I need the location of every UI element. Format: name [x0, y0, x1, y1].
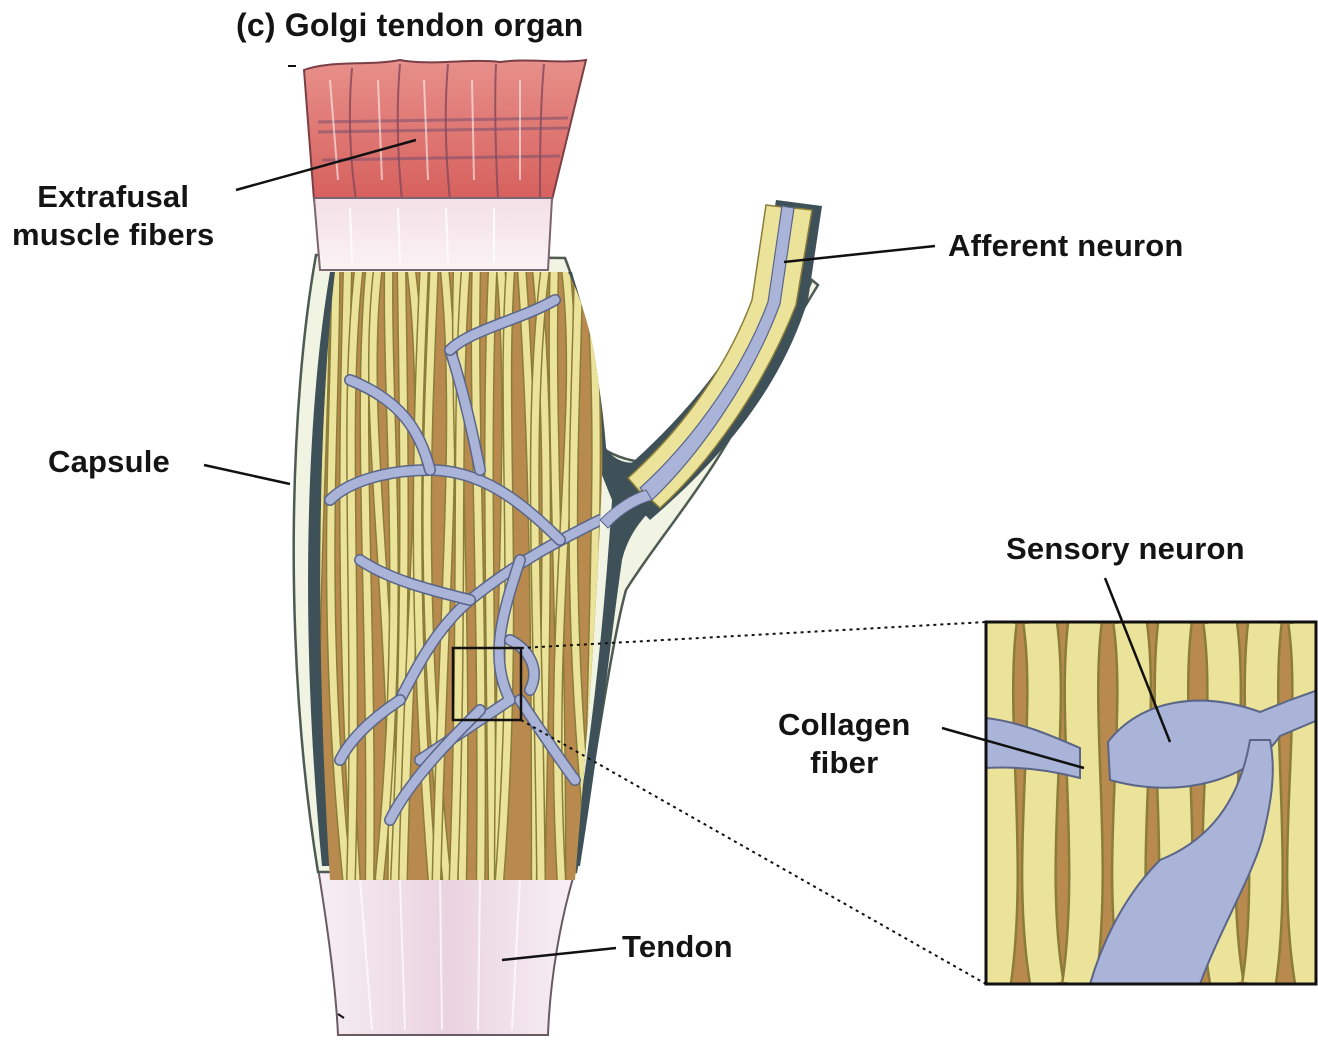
label-extrafusal-muscle-fibers: Extrafusal muscle fibers [12, 178, 214, 254]
inset-collagen-fiber [1039, 622, 1047, 984]
label-collagen-line1: Collagen [778, 706, 911, 744]
inset-collagen-fiber [1079, 622, 1086, 984]
leader-capsule [204, 465, 290, 484]
magnified-inset [986, 622, 1318, 984]
afferent-neuron-trunk [600, 200, 822, 528]
label-collagen-line2: fiber [778, 744, 911, 782]
label-capsule: Capsule [48, 443, 170, 481]
collagen-fiber [489, 268, 493, 880]
label-afferent-neuron: Afferent neuron [948, 227, 1184, 265]
extrafusal-muscle-fibers [304, 60, 586, 270]
label-extrafusal-line2: muscle fibers [12, 216, 214, 254]
label-tendon: Tendon [622, 928, 733, 966]
label-sensory-neuron: Sensory neuron [1006, 530, 1245, 568]
tendon-shape [318, 868, 576, 1035]
figure-title: (c) Golgi tendon organ [236, 6, 583, 44]
inset-collagen-fiber [994, 622, 1001, 984]
label-collagen-fiber: Collagen fiber [778, 706, 911, 782]
inset-collagen-fiber [1304, 622, 1312, 984]
label-extrafusal-line1: Extrafusal [12, 178, 214, 216]
